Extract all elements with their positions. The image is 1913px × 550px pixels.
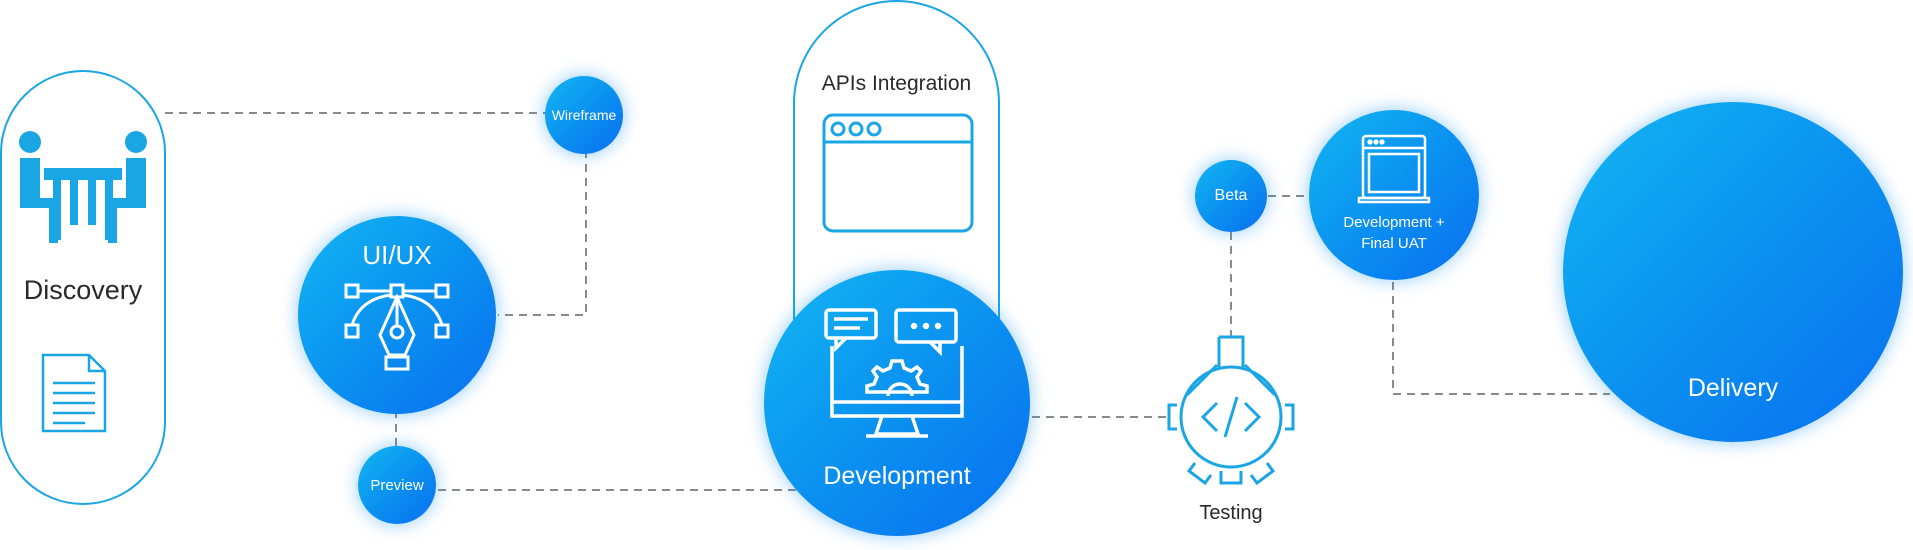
wireframe-node: Wireframe	[545, 76, 623, 154]
dev-final-uat-node: Development + Final UAT	[1309, 110, 1479, 280]
pen-tool-icon	[344, 283, 450, 371]
development-node: Development	[764, 270, 1030, 536]
discovery-label: Discovery	[23, 275, 143, 305]
beta-label: Beta	[1214, 187, 1248, 204]
uiux-label: UI/UX	[362, 240, 432, 270]
testing-label: Testing	[1199, 502, 1263, 524]
delivery-label: Delivery	[1687, 374, 1779, 402]
delivery-node: Delivery	[1563, 102, 1903, 442]
flask-gear-icon	[1167, 335, 1295, 485]
development-label: Development	[823, 462, 971, 490]
meeting-icon	[19, 131, 147, 243]
uiux-node: UI/UX	[298, 216, 496, 414]
browser-window-icon	[822, 113, 974, 233]
connector-wireframe-uiux	[498, 150, 587, 316]
preview-node: Preview	[358, 446, 436, 524]
apis-integration-label: APIs Integration	[821, 72, 972, 95]
dev-final-uat-label-line2: Final UAT	[1361, 235, 1427, 252]
dev-final-uat-label-line1: Development +	[1343, 214, 1445, 231]
connector-devfinal-delivery	[1392, 282, 1610, 395]
preview-label: Preview	[370, 476, 424, 494]
computer-settings-icon	[824, 308, 964, 438]
beta-node: Beta	[1195, 160, 1267, 232]
document-icon	[41, 353, 107, 433]
wireframe-label: Wireframe	[551, 107, 617, 123]
laptop-icon	[1357, 134, 1431, 204]
